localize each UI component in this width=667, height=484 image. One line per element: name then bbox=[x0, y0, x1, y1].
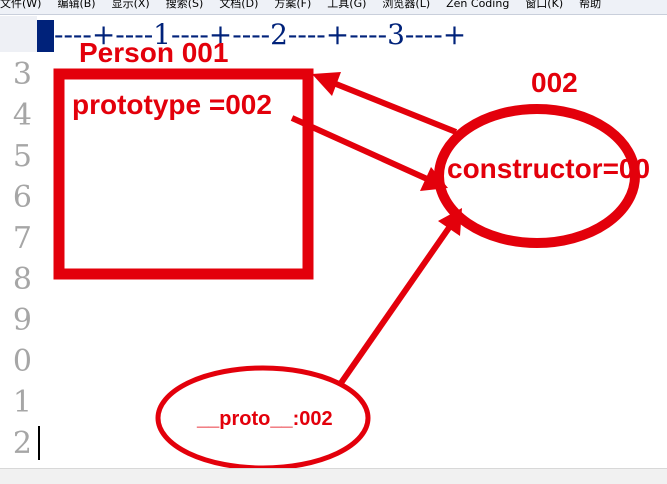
menu-bar: 文件(W) 编辑(B) 显示(X) 搜索(S) 文档(D) 方案(F) 工具(G… bbox=[0, 0, 667, 15]
line-number: 0 bbox=[12, 344, 32, 379]
ruler-cursor-marker bbox=[37, 20, 54, 52]
line-number: 4 bbox=[12, 98, 32, 133]
line-number: 1 bbox=[12, 385, 32, 420]
line-number: 8 bbox=[12, 262, 32, 297]
menu-tools[interactable]: 工具(G) bbox=[327, 0, 367, 10]
text-caret bbox=[38, 426, 40, 460]
menu-help[interactable]: 帮助 bbox=[579, 0, 602, 10]
proto-label: __proto__:002 bbox=[196, 408, 333, 430]
menu-scheme[interactable]: 方案(F) bbox=[274, 0, 312, 10]
person-box bbox=[53, 68, 314, 280]
menu-file[interactable]: 文件(W) bbox=[0, 0, 42, 10]
constructor-arrow bbox=[312, 72, 458, 135]
line-number: 7 bbox=[12, 221, 32, 256]
ruler-scale: ----+----1----+----2----+----3----+ bbox=[54, 18, 467, 51]
ruler-band bbox=[0, 16, 667, 52]
menu-document[interactable]: 文档(D) bbox=[219, 0, 259, 10]
line-number: 6 bbox=[12, 180, 32, 215]
proto-arrow bbox=[338, 208, 462, 385]
constructor-label: constructor=00 bbox=[447, 153, 650, 184]
line-number: 9 bbox=[12, 303, 32, 338]
menu-window[interactable]: 窗口(K) bbox=[525, 0, 564, 10]
prototype-arrow bbox=[290, 115, 448, 191]
horizontal-scrollbar[interactable] bbox=[0, 468, 667, 484]
line-number: 2 bbox=[12, 426, 32, 461]
prototype-label: prototype =002 bbox=[72, 89, 272, 120]
menu-search[interactable]: 搜索(S) bbox=[165, 0, 204, 10]
line-number: 5 bbox=[12, 139, 32, 174]
prototype-object-ellipse bbox=[434, 104, 640, 248]
line-number: 3 bbox=[12, 57, 32, 92]
column-ruler: ----+----1----+----2----+----3----+ bbox=[0, 16, 667, 52]
menu-browser[interactable]: 浏览器(L) bbox=[382, 0, 431, 10]
person-title: Person 001 bbox=[79, 37, 228, 68]
menu-zen-coding[interactable]: Zen Coding bbox=[446, 0, 510, 10]
menu-view[interactable]: 显示(X) bbox=[111, 0, 150, 10]
ruler-gutter bbox=[0, 16, 37, 52]
line-number-gutter: 3 4 5 6 7 8 9 0 1 2 bbox=[0, 52, 40, 483]
object-id-label: 002 bbox=[531, 67, 578, 98]
menu-edit[interactable]: 编辑(B) bbox=[57, 0, 96, 10]
